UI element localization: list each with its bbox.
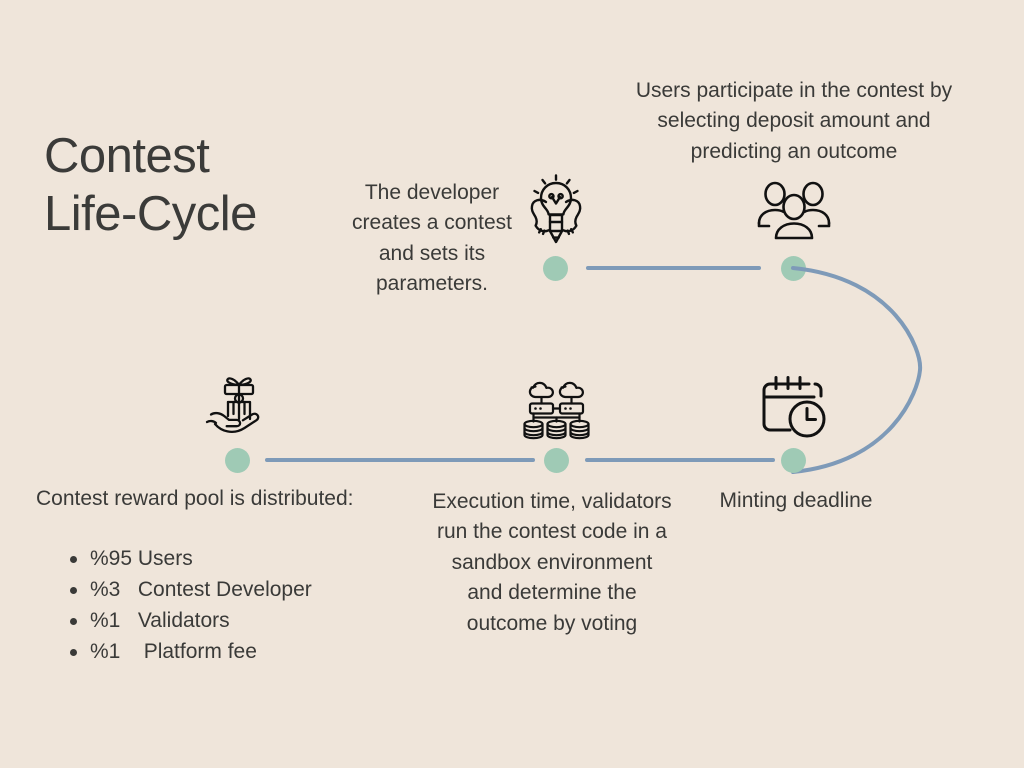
list-item: %95 Users — [70, 544, 312, 575]
step-heading-reward-pool: Contest reward pool is distributed: — [36, 487, 354, 510]
list-item: %1 Validators — [70, 606, 312, 637]
hand-holding-gift-icon — [203, 372, 275, 442]
node-dot-execution — [544, 448, 569, 473]
step-text-developer: The developer creates a contest and sets… — [352, 181, 512, 296]
list-item: %1 Platform fee — [70, 637, 312, 668]
list-item: %3 Contest Developer — [70, 575, 312, 606]
calendar-clock-icon — [757, 375, 831, 443]
reward-distribution-list: %95 Users %3 Contest Developer %1 Valida… — [62, 544, 312, 667]
step-text-execution: Execution time, validators run the conte… — [432, 490, 672, 635]
node-dot-reward-pool — [225, 448, 250, 473]
users-group-icon — [755, 180, 833, 242]
node-dot-minting-deadline — [781, 448, 806, 473]
page-title: Contest Life-Cycle — [44, 129, 257, 241]
cloud-servers-database-icon — [521, 372, 593, 442]
rail-top-segment — [586, 266, 761, 270]
rail-bottom-segment-right — [585, 458, 775, 462]
lightbulb-pencil-muscle-icon — [522, 172, 590, 248]
step-text-minting-deadline: Minting deadline — [719, 489, 873, 512]
node-dot-users — [781, 256, 806, 281]
rail-bottom-segment-left — [265, 458, 535, 462]
node-dot-developer — [543, 256, 568, 281]
step-text-users: Users participate in the contest by sele… — [635, 79, 953, 163]
